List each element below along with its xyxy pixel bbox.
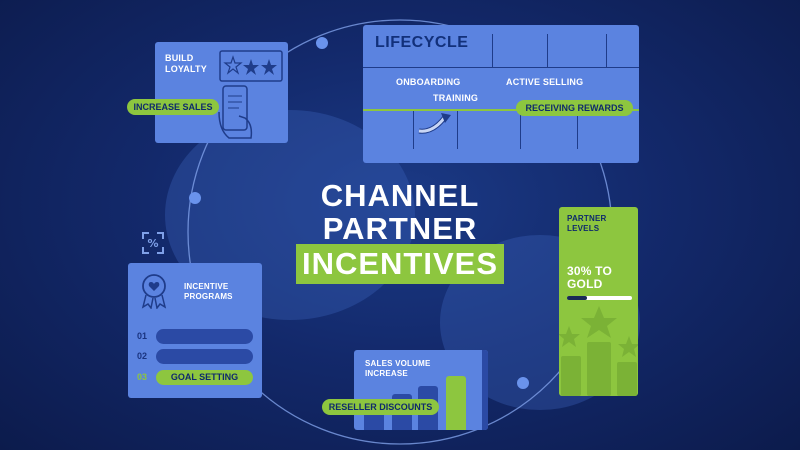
divider	[547, 34, 548, 67]
row-number: 03	[137, 372, 148, 382]
svg-text:%: %	[147, 237, 158, 250]
stage-onboarding: ONBOARDING	[396, 77, 461, 87]
program-row: 02	[128, 349, 262, 364]
increase-sales-pill: INCREASE SALES	[127, 99, 219, 115]
divider	[492, 34, 493, 67]
progress-text: 30% TO GOLD	[567, 264, 612, 291]
divider	[577, 111, 578, 149]
stage-active-selling: ACTIVE SELLING	[506, 77, 584, 87]
star-icon	[261, 59, 277, 75]
incentive-programs-label: INCENTIVE PROGRAMS	[184, 282, 233, 301]
build-loyalty-label: BUILD LOYALTY	[165, 53, 207, 74]
lifecycle-top-rule	[363, 67, 639, 68]
star-icon	[243, 59, 259, 75]
divider	[606, 34, 607, 67]
sales-volume-label: SALES VOLUME INCREASE	[365, 359, 431, 378]
badge-heart-icon	[141, 274, 167, 309]
review-stars-icon	[219, 50, 283, 82]
star-icon	[559, 326, 580, 347]
title-line1: CHANNEL	[320, 178, 480, 213]
sales-volume-panel: SALES VOLUME INCREASE	[354, 350, 488, 430]
row-number: 01	[137, 331, 148, 341]
percent-scan-icon: %	[142, 232, 164, 254]
reseller-discounts-pill: RESELLER DISCOUNTS	[322, 399, 439, 415]
title-line3: INCENTIVES	[296, 244, 504, 284]
divider	[413, 111, 414, 149]
program-row: 01	[128, 329, 262, 344]
hand-icon	[218, 111, 253, 139]
star-icon	[223, 55, 243, 75]
program-row: 03 GOAL SETTING	[128, 370, 262, 385]
lifecycle-panel: LIFECYCLE ONBOARDING TRAINING ACTIVE SEL…	[363, 25, 639, 163]
sales-panel-edge	[482, 350, 488, 430]
ring-node-bottom-right	[517, 377, 529, 389]
podium-stars-graphic	[559, 306, 638, 396]
partner-levels-panel: PARTNER LEVELS 30% TO GOLD	[559, 207, 638, 396]
incentive-programs-panel: INCENTIVE PROGRAMS 01 02 03 GOAL SETTING	[128, 263, 262, 398]
progress-fill	[567, 296, 587, 300]
divider	[457, 111, 458, 149]
star-icon	[581, 306, 617, 338]
stage-training: TRAINING	[433, 93, 479, 103]
ring-node-left	[189, 192, 201, 204]
row-bar	[156, 349, 253, 364]
divider	[520, 111, 521, 149]
progress-track	[567, 296, 632, 300]
lifecycle-title: LIFECYCLE	[375, 34, 469, 51]
sales-bar	[446, 376, 466, 430]
partner-levels-label: PARTNER LEVELS	[567, 214, 607, 233]
goal-setting-pill: GOAL SETTING	[156, 370, 253, 385]
lifecycle-progress-line	[363, 109, 639, 111]
star-icon	[618, 336, 638, 357]
row-bar	[156, 329, 253, 344]
title-line2: PARTNER	[322, 211, 478, 246]
receiving-rewards-pill: RECEIVING REWARDS	[516, 100, 633, 116]
row-number: 02	[137, 351, 148, 361]
build-loyalty-panel: BUILD LOYALTY	[155, 42, 288, 143]
smartphone-icon	[218, 85, 253, 139]
curved-arrow-icon	[418, 113, 451, 134]
ring-node-top	[316, 37, 328, 49]
